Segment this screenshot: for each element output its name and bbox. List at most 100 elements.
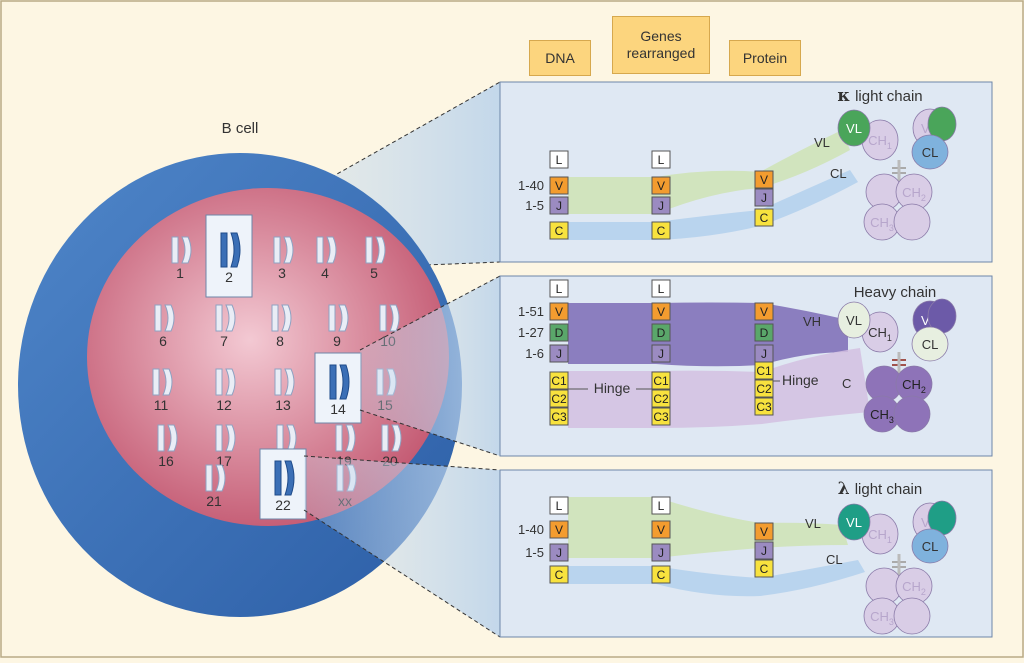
heavy-ch3: CH3 <box>863 395 901 433</box>
chromosome-label: 1 <box>176 265 184 281</box>
segment-label: V <box>657 523 665 537</box>
segment-label: J <box>658 199 664 213</box>
lambda-ribbon-vl: VL <box>805 516 821 531</box>
heavy-antibody: CH1VLVHCLCH2CH3 <box>837 298 957 433</box>
segment-label: L <box>556 153 563 167</box>
domain-shape <box>837 109 871 147</box>
segment-label: J <box>761 347 767 361</box>
lambda-rearr-V: V <box>651 520 671 539</box>
chromatid <box>154 304 162 332</box>
domain-label: CH3 <box>870 609 894 627</box>
chromosome-label: 4 <box>321 265 329 281</box>
chromosome-label: 5 <box>370 265 378 281</box>
heavy-count: 1-6 <box>525 346 544 361</box>
segment-label: C <box>555 568 564 582</box>
segment-label: C1 <box>551 374 567 388</box>
heavy-rearr-V: V <box>651 302 671 321</box>
segment-box <box>754 361 774 380</box>
segment-label: C <box>657 224 666 238</box>
chromatid <box>157 424 165 452</box>
chromatid <box>338 304 349 332</box>
segment-box <box>754 559 774 578</box>
segment-label: C2 <box>756 382 772 396</box>
hinge-label-rearranged: Hinge <box>594 380 631 396</box>
segment-label: C <box>760 562 769 576</box>
kappa-rearr-L: L <box>651 150 671 169</box>
heavy-cl: CL <box>911 326 949 362</box>
segment-label: L <box>658 499 665 513</box>
heavy-dna-C2: C2 <box>549 389 569 408</box>
chromosome-13: 13 <box>274 368 295 413</box>
chromatid <box>215 304 223 332</box>
segment-label: V <box>657 305 665 319</box>
segment-box <box>651 543 671 562</box>
segment-box <box>651 176 671 195</box>
kappa-title-text: light chain <box>855 88 923 105</box>
lambda-vl: VL <box>837 503 871 541</box>
segment-box <box>549 196 569 215</box>
domain-shape <box>911 134 949 170</box>
segment-box <box>754 397 774 416</box>
kappa-ch3: CH3 <box>863 203 901 241</box>
chromatid <box>274 368 282 396</box>
heavy-dna-D: D <box>549 323 569 342</box>
kappa-prot-J: J <box>754 188 774 207</box>
chromosome-11: 11 <box>152 368 173 413</box>
domain-label: VL <box>846 313 862 328</box>
chromosome-highlight-box <box>205 214 253 298</box>
chromosome-set: 12345678910111213141516171819202122xx <box>152 214 402 520</box>
cone-lambda <box>304 456 500 637</box>
kappa-ch2: CH2 <box>895 173 933 211</box>
lambda-title-text: light chain <box>855 481 923 498</box>
chromatid <box>152 368 160 396</box>
kappa-greek: κ <box>837 86 850 106</box>
chromosome-label: 13 <box>275 397 291 413</box>
heavy-prot-J: J <box>754 344 774 363</box>
antibodies: CH1VLVHCLCH2CH3CH1VLVHCLCH2CH3CH1VLVHCLC… <box>837 106 957 635</box>
chromosome-4: 4 <box>316 236 337 281</box>
kappa-count: 1-40 <box>518 178 544 193</box>
segment-box <box>651 150 671 169</box>
chromosome-label: 11 <box>154 397 169 413</box>
chromatid <box>375 236 386 264</box>
segment-box <box>651 323 671 342</box>
domain-shape <box>893 395 931 433</box>
segment-box <box>549 496 569 515</box>
segment-label: C <box>760 211 769 225</box>
chromosome-7: 7 <box>215 304 236 349</box>
kappa-ch3-right <box>893 203 931 241</box>
chromatid <box>391 424 402 452</box>
heavy-count: 1-51 <box>518 304 544 319</box>
chromosome-22: 22 <box>259 448 307 520</box>
kappa-ribbon-cl: CL <box>830 166 847 181</box>
chromatid <box>162 368 173 396</box>
heavy-dna-C1: C1 <box>549 371 569 390</box>
segment-label: V <box>760 305 768 319</box>
segment-box <box>549 520 569 539</box>
lambda-dna-L: L <box>549 496 569 515</box>
header-dna: DNA <box>529 40 591 76</box>
domain-label: VL <box>846 121 862 136</box>
chromatid <box>181 236 192 264</box>
lambda-dna-V: V <box>549 520 569 539</box>
chromosome-label: 22 <box>275 497 291 513</box>
lambda-constant-ribbon <box>568 560 865 597</box>
domain-label: CH1 <box>868 527 892 545</box>
lambda-prot-J: J <box>754 541 774 560</box>
chromatid <box>225 424 236 452</box>
domain-label: CL <box>922 539 939 554</box>
lambda-rearr-L: L <box>651 496 671 515</box>
cone-kappa-edge <box>251 81 501 223</box>
segment-box <box>754 379 774 398</box>
segment-label: J <box>658 546 664 560</box>
segment-label: D <box>760 326 769 340</box>
segment-label: C3 <box>653 410 669 424</box>
chromosome-5: 5 <box>365 236 386 281</box>
chromatid <box>339 364 350 400</box>
heavy-ribbon-c: C <box>842 376 851 391</box>
chromatid <box>274 460 282 496</box>
header-genes-line2: rearranged <box>626 45 696 61</box>
lambda-dna-C: C <box>549 565 569 584</box>
segment-label: V <box>555 305 563 319</box>
